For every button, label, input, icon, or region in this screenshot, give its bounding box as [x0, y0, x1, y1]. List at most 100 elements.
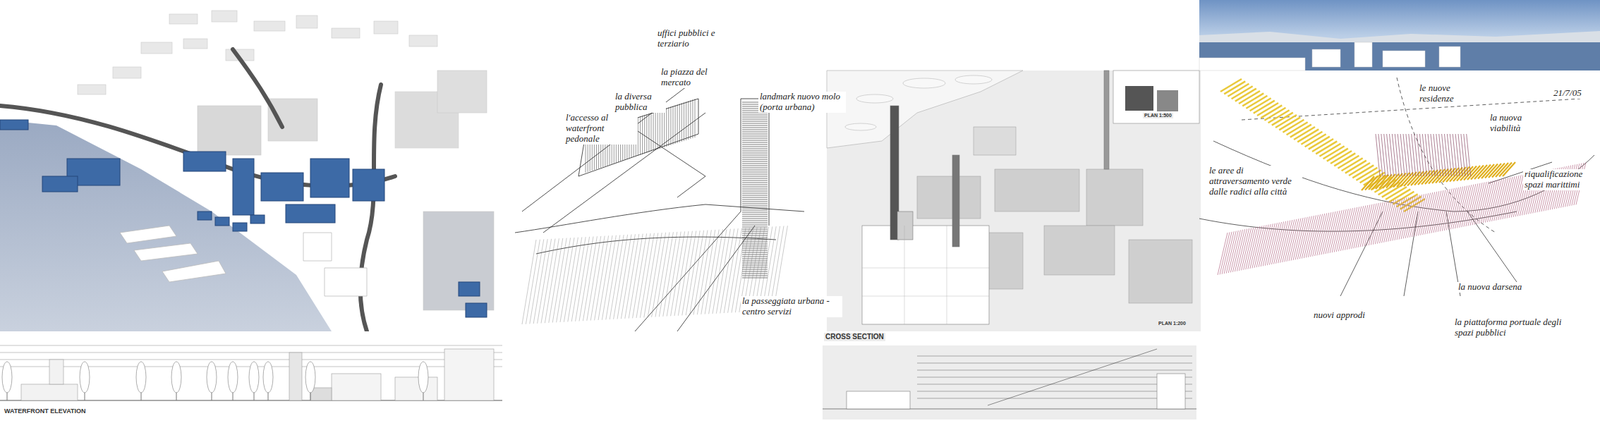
hatch-line [1258, 225, 1269, 268]
hatch-line [1219, 232, 1230, 275]
hatch-line [670, 106, 671, 146]
hatch-line [742, 186, 768, 188]
hatch-line [1508, 175, 1519, 218]
tree-crown [171, 361, 182, 393]
hatch-line [742, 193, 768, 195]
hatch-line [1502, 162, 1516, 177]
hatch-line [1511, 174, 1521, 218]
hatch-line [742, 269, 768, 271]
hatch-line [1223, 231, 1234, 274]
hatch-line [742, 222, 768, 224]
hatch-line [1358, 205, 1368, 248]
tree-symbol [418, 361, 429, 401]
hatch-line [701, 229, 716, 315]
drawing-title: CROSS SECTION [823, 332, 886, 342]
hatch-line [742, 155, 768, 156]
hatch-line [1463, 184, 1474, 228]
hatch-line [1288, 218, 1299, 262]
hatch-line [742, 161, 768, 163]
hatch-line [1425, 191, 1435, 235]
hatch-line [1303, 215, 1314, 259]
cross-section [822, 345, 1197, 420]
hatch-line [1407, 195, 1418, 238]
hatch-line [689, 100, 691, 139]
hatch-line [742, 117, 768, 118]
hatch-line [1470, 183, 1481, 226]
hatch-line [1372, 202, 1383, 245]
hatch-line [632, 233, 647, 319]
hatch-line [1297, 217, 1308, 260]
tree-symbol [305, 361, 316, 401]
hatch-line [533, 239, 548, 324]
hatch-line [639, 116, 641, 156]
hatch-line [742, 121, 768, 123]
hatch-line [1282, 220, 1293, 263]
tree-crown [206, 361, 217, 393]
hatch-line [1418, 193, 1429, 236]
hatch-line [742, 265, 768, 266]
hatch-line [1453, 186, 1464, 230]
hatch-line [1301, 216, 1312, 259]
hatch-line [605, 234, 621, 320]
tree-crown [2, 361, 12, 393]
hatch-line [594, 235, 609, 321]
site-render [0, 0, 503, 332]
hatch-line [675, 105, 676, 144]
hatch-line [1278, 220, 1289, 264]
hatch-line [742, 119, 768, 120]
hatch-line [677, 104, 678, 144]
hatch-line [742, 150, 768, 152]
hatch-line [1492, 179, 1502, 222]
hatch-line [1256, 225, 1267, 268]
hatch-line [625, 234, 640, 319]
hatch-line [609, 234, 624, 320]
hatch-line [1500, 177, 1511, 220]
hatch-line [685, 230, 700, 316]
hatch-line [1480, 181, 1491, 224]
hatch-line [742, 136, 768, 137]
hatch-line [1489, 179, 1500, 222]
hatch-line [742, 178, 768, 180]
hatch-line [742, 239, 768, 241]
hatch-line [657, 110, 659, 150]
hatch-line [1319, 213, 1330, 256]
hatch-line [1433, 190, 1444, 233]
hatch-line [1355, 205, 1366, 249]
hatch-line [637, 117, 639, 156]
hatch-line [742, 225, 768, 226]
hatch-line [742, 138, 768, 139]
hatch-line [647, 232, 662, 318]
hatch-line [586, 236, 602, 321]
hatch-line [1267, 222, 1277, 266]
hatch-line [1325, 211, 1336, 254]
hatch-line [742, 195, 768, 197]
hatch-line [1362, 204, 1373, 247]
hatch-line [1439, 189, 1450, 232]
hatch-line [712, 229, 727, 314]
hatch-line [742, 237, 768, 239]
sketch-annotation: le nuove residenze [1417, 83, 1485, 105]
hatch-line [655, 232, 670, 318]
hatch-line [644, 114, 645, 154]
hatch-line [1312, 214, 1323, 257]
hatch-line [1308, 215, 1319, 258]
hatch-line [742, 159, 768, 161]
hatch-line [1459, 185, 1470, 228]
building-hatch [1375, 134, 1471, 177]
hatch-line [1465, 184, 1476, 227]
hatch-line [1264, 223, 1275, 266]
hatch-line [742, 197, 768, 199]
hatch-line [1245, 227, 1256, 270]
hatch-line [1374, 201, 1385, 245]
hatch-line [1239, 228, 1250, 271]
hatch-line [1496, 178, 1507, 221]
hatch-line [1230, 229, 1241, 273]
hatch-line [1271, 222, 1282, 265]
sketch-annotation: l'accesso al waterfront pedonale [564, 112, 638, 145]
hatch-line [742, 199, 768, 201]
hatch-line [692, 99, 693, 139]
hatch-line [742, 163, 768, 165]
hatch-line [1457, 185, 1468, 228]
hatch-line [742, 170, 768, 171]
hatch-line [1437, 189, 1448, 233]
